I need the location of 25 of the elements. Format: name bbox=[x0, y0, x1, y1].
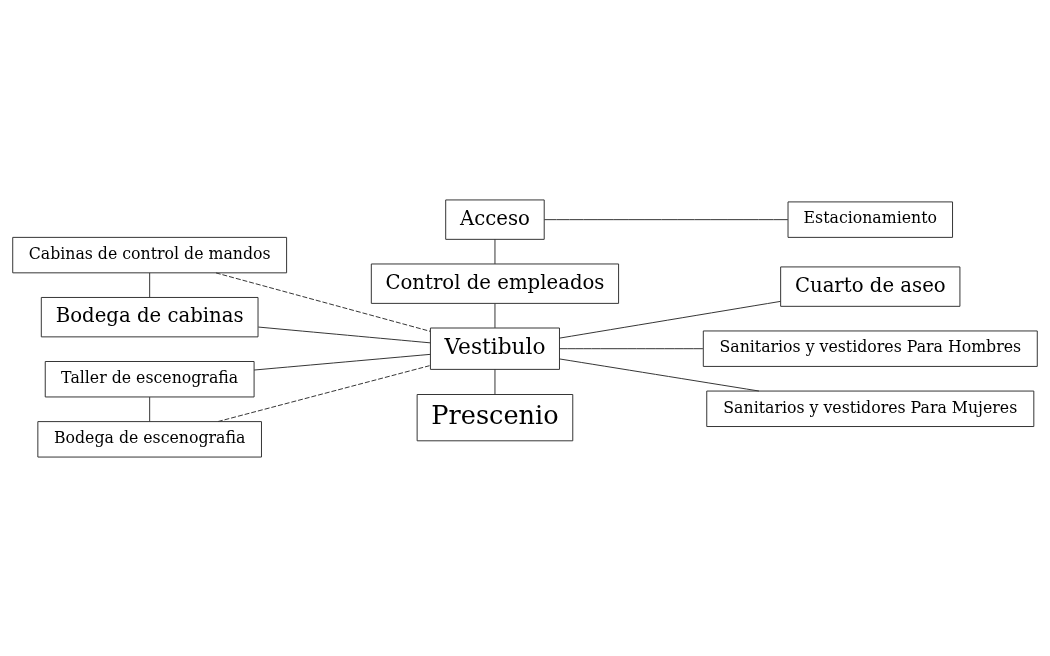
node-box: Vestibulo bbox=[429, 327, 560, 370]
connector bbox=[494, 302, 496, 328]
node-box: Sanitarios y vestidores Para Hombres bbox=[702, 329, 1038, 367]
node-box: Bodega de escenografia bbox=[37, 420, 262, 458]
connector bbox=[559, 347, 704, 349]
connector bbox=[559, 300, 782, 339]
connector bbox=[149, 271, 151, 298]
connector bbox=[217, 364, 431, 422]
node-box: Sanitarios y vestidores Para Mujeres bbox=[706, 390, 1035, 427]
node-box: Taller de escenografia bbox=[44, 360, 255, 397]
connector bbox=[149, 396, 151, 422]
connector bbox=[253, 353, 431, 371]
connector bbox=[494, 368, 496, 395]
connector bbox=[543, 218, 789, 220]
node-box: Prescenio bbox=[416, 393, 574, 441]
node-box: Control de empleados bbox=[370, 262, 620, 304]
node-box: Bodega de cabinas bbox=[40, 296, 259, 337]
node-box: Cuarto de aseo bbox=[780, 265, 961, 307]
connector bbox=[215, 271, 431, 332]
connector bbox=[257, 326, 431, 343]
connector bbox=[559, 357, 760, 392]
node-box: Acceso bbox=[445, 198, 545, 240]
node-box: Cabinas de control de mandos bbox=[12, 236, 288, 273]
connector bbox=[494, 238, 496, 264]
node-box: Estacionamiento bbox=[787, 200, 954, 238]
